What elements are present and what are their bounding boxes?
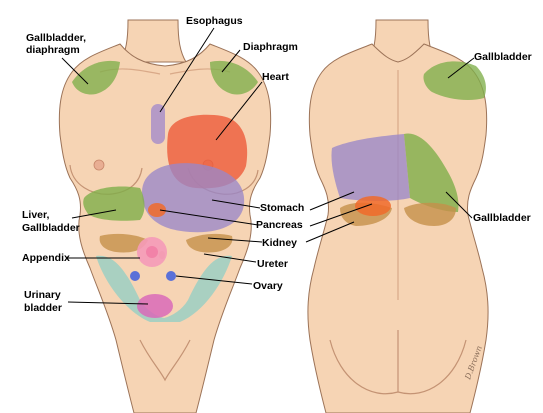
label-urinary-bladder-1: Urinary	[24, 289, 61, 301]
leader-heart	[215, 81, 263, 141]
leader-kidney-back	[305, 221, 355, 243]
label-gallbladder-diaphragm-1: Gallbladder,	[26, 32, 86, 44]
liver-gallbladder-zone	[83, 186, 145, 221]
kidney-back-right-zone	[404, 202, 456, 226]
leader-liver-gallbladder	[71, 209, 117, 219]
ovary-right-zone	[166, 271, 176, 281]
label-esophagus: Esophagus	[186, 15, 243, 27]
gallbladder-shoulder-zone	[423, 61, 486, 100]
label-ovary: Ovary	[253, 280, 283, 292]
leader-diaphragm	[221, 49, 241, 73]
label-gallbladder-back-side: Gallbladder	[473, 212, 531, 224]
label-liver-gallbladder-2: Gallbladder	[22, 222, 80, 234]
ovary-left-zone	[130, 271, 140, 281]
pancreas-back-zone	[355, 196, 391, 216]
label-heart: Heart	[262, 71, 289, 83]
appendix-zone-center	[146, 246, 158, 258]
leader-pancreas-front	[159, 209, 259, 226]
urinary-bladder-zone	[137, 294, 173, 318]
leader-gallbladder-diaphragm	[61, 57, 89, 85]
kidney-left-zone	[99, 233, 148, 253]
label-gallbladder-diaphragm-2: diaphragm	[26, 44, 80, 56]
leader-pancreas-back	[309, 203, 373, 227]
back-body-figure	[307, 19, 489, 413]
leader-stomach-front	[211, 199, 261, 209]
leader-gallbladder-back-side	[445, 191, 473, 219]
leader-ovary	[175, 275, 253, 285]
gallbladder-diaphragm-left-zone	[72, 60, 120, 95]
esophagus-zone	[151, 104, 165, 144]
leader-gallbladder-shoulder	[447, 57, 475, 79]
label-diaphragm: Diaphragm	[243, 41, 298, 53]
pancreas-zone	[148, 203, 166, 217]
labels: Esophagus Gallbladder, diaphragm Diaphra…	[22, 15, 532, 314]
gallbladder-back-side-zone	[404, 133, 459, 212]
label-liver-gallbladder-1: Liver,	[22, 209, 50, 221]
label-appendix: Appendix	[22, 252, 70, 264]
leader-stomach-back	[309, 191, 355, 211]
label-stomach: Stomach	[260, 202, 304, 214]
leader-ureter	[203, 253, 257, 263]
ureter-zone	[96, 255, 232, 322]
label-ureter: Ureter	[257, 258, 288, 270]
label-kidney: Kidney	[262, 237, 297, 249]
stomach-zone	[142, 163, 245, 233]
leader-kidney-front	[207, 237, 263, 243]
label-pancreas: Pancreas	[256, 219, 303, 231]
leader-esophagus	[159, 27, 215, 113]
label-gallbladder-back-shoulder: Gallbladder	[474, 51, 532, 63]
diaphragm-right-zone	[210, 60, 258, 95]
front-organ-overlays	[72, 60, 258, 322]
stomach-back-zone	[331, 134, 410, 201]
leader-urinary-bladder	[67, 301, 149, 305]
label-urinary-bladder-2: bladder	[24, 302, 62, 314]
leader-lines	[61, 27, 475, 305]
back-organ-overlays	[331, 61, 486, 226]
